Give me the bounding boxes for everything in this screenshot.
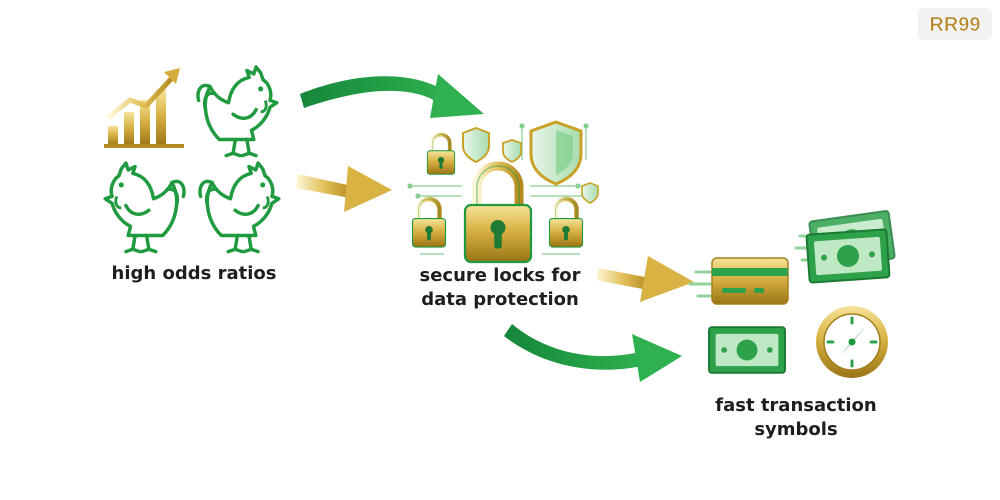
- label-line: data protection: [421, 289, 579, 310]
- arrow-icon: [504, 324, 682, 382]
- padlock-icon: [425, 132, 457, 177]
- banknote-icon: [794, 209, 896, 284]
- label-security: secure locks for data protection: [400, 264, 600, 312]
- brand-logo: RR99: [918, 8, 992, 40]
- stopwatch-icon: [816, 306, 888, 378]
- credit-card-icon: [688, 257, 789, 305]
- label-high-odds: high odds ratios: [111, 263, 277, 284]
- label-line: secure locks for: [419, 265, 581, 286]
- label-line: fast transaction: [715, 395, 877, 416]
- rooster-icon: [103, 161, 186, 254]
- arrow-icon: [596, 256, 694, 302]
- padlock-icon: [465, 166, 531, 262]
- growth-chart-icon: [104, 68, 184, 148]
- shield-icon: [502, 139, 522, 164]
- arrow-icon: [300, 74, 484, 118]
- shield-icon: [462, 126, 490, 164]
- rooster-icon: [196, 65, 279, 158]
- arrow-icon: [296, 166, 392, 212]
- label-line: symbols: [754, 419, 838, 440]
- label-transaction: fast transaction symbols: [696, 394, 896, 442]
- banknote-icon: [708, 326, 786, 374]
- shield-icon: [529, 120, 583, 186]
- rooster-icon: [198, 161, 281, 254]
- svg-text:RR99: RR99: [929, 14, 980, 36]
- shield-icon: [581, 182, 599, 204]
- padlock-icon: [413, 199, 446, 247]
- padlock-icon: [550, 199, 583, 247]
